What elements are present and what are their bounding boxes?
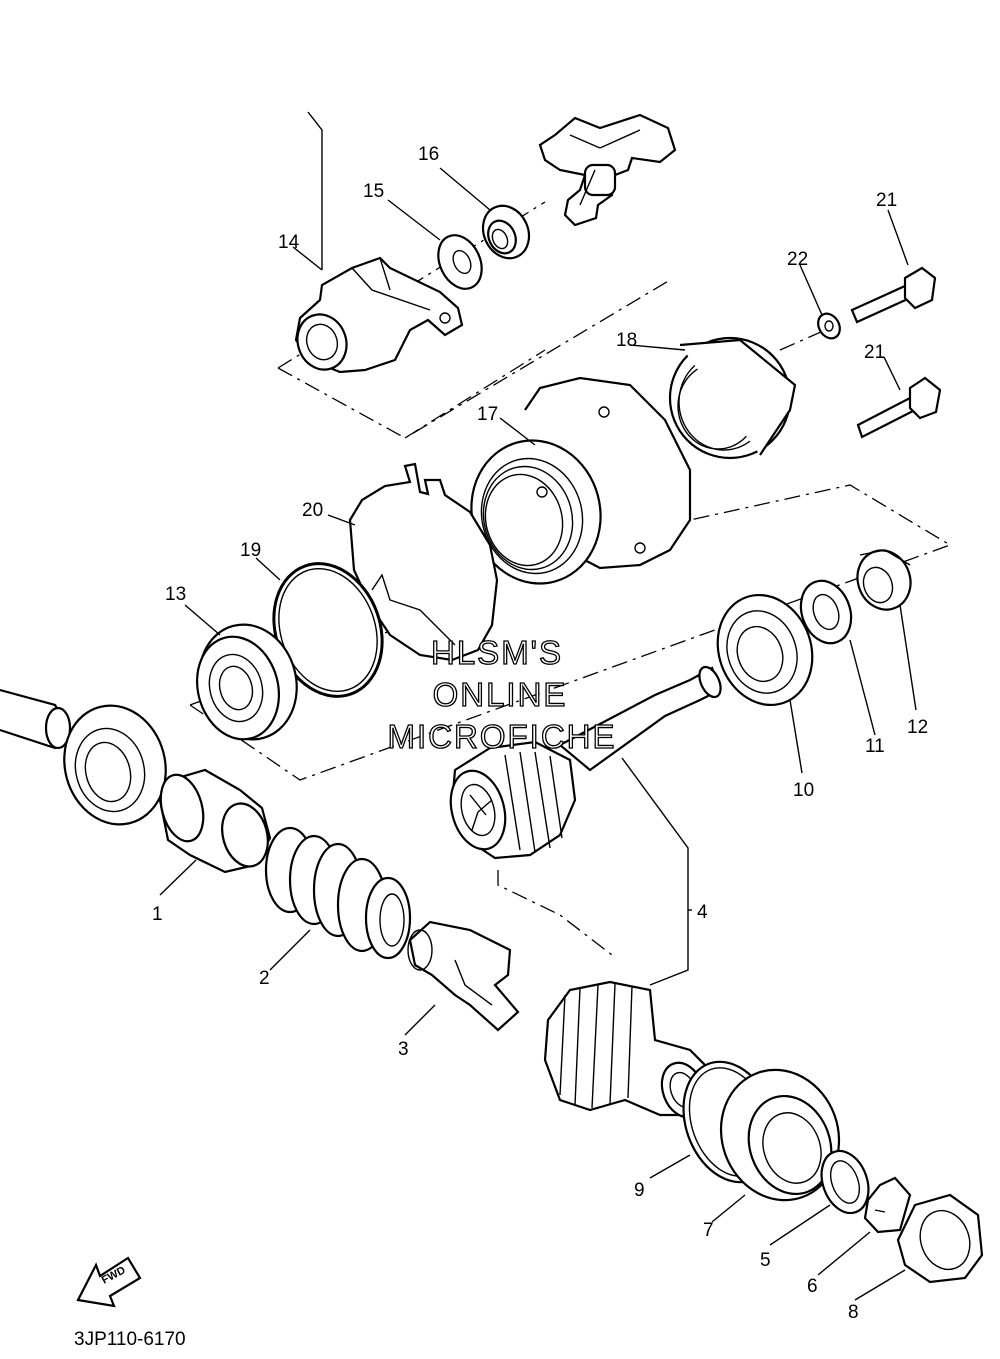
callout-17: 17 [477,404,498,425]
part-10-bearing [716,593,814,707]
universal-joint [538,113,677,227]
callout-9: 9 [634,1180,645,1201]
callout-22: 22 [787,249,808,270]
callout-18: 18 [616,330,637,351]
drawing-code: 3JP110-6170 [74,1329,186,1350]
callout-14: 14 [278,232,300,253]
part-22-washer [817,312,841,340]
part-17-bearing-housing [470,376,692,585]
part-16-collar-nut [481,204,531,260]
drive-bearing [63,704,167,826]
part-5-washer [820,1149,870,1215]
part-15-washer [437,234,483,290]
leader-lines [159,111,917,1301]
callout-1: 1 [152,904,163,925]
callout-8: 8 [848,1302,859,1323]
part-21-bolt-lower [856,376,942,439]
callout-4: 4 [697,902,708,923]
callout-15: 15 [363,181,384,202]
part-3-shift-cam [407,920,520,1032]
part-21-bolt-upper [850,266,937,324]
callout-5: 5 [760,1250,771,1271]
part-20-lock-washer [348,462,499,662]
part-13-bearing [195,623,298,741]
callout-2: 2 [259,968,270,989]
part-19-o-ring [272,562,384,698]
callout-7: 7 [703,1220,714,1241]
part-7-bearing [719,1068,841,1202]
watermark-line-2: ONLINE [433,676,568,713]
callout-12: 12 [907,717,928,738]
part-6-lock-washer [863,1176,912,1234]
part-11-washer [799,579,853,645]
callout-6: 6 [807,1276,818,1297]
part-2-compression-spring [264,826,412,960]
part-12-collar [856,549,912,611]
callout-16: 16 [418,144,439,165]
part-1-sleeve [158,768,272,874]
part-14-yoke [294,256,464,374]
guide-line-gear [497,870,613,956]
part-18-oil-seal [668,336,797,460]
callout-11: 11 [865,736,885,757]
part-4-pinion-shaft [449,665,722,860]
callout-10: 10 [793,780,814,801]
fwd-arrow-icon: FWD [76,1256,142,1308]
callout-19: 19 [240,540,261,561]
callout-13: 13 [165,584,186,605]
watermark-line-1: HLSM'S [431,634,563,671]
callout-21-upper: 21 [876,190,897,211]
part-8-nut [896,1193,984,1284]
watermark-line-3: MICROFICHE [388,718,617,755]
callout-21-lower: 21 [864,342,885,363]
callout-20: 20 [302,500,323,521]
callout-3: 3 [398,1039,409,1060]
drive-shaft-end [0,688,72,750]
